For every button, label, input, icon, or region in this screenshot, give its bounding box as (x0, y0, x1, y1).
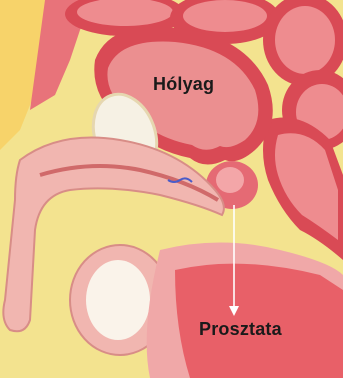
prostate-inner (216, 167, 244, 193)
intestine-loop-2-inner (183, 0, 267, 32)
bladder-label: Hólyag (153, 74, 214, 95)
prostate-label: Prosztata (199, 319, 282, 340)
intestine-loop-3-inner (275, 6, 335, 74)
testis (86, 260, 150, 340)
